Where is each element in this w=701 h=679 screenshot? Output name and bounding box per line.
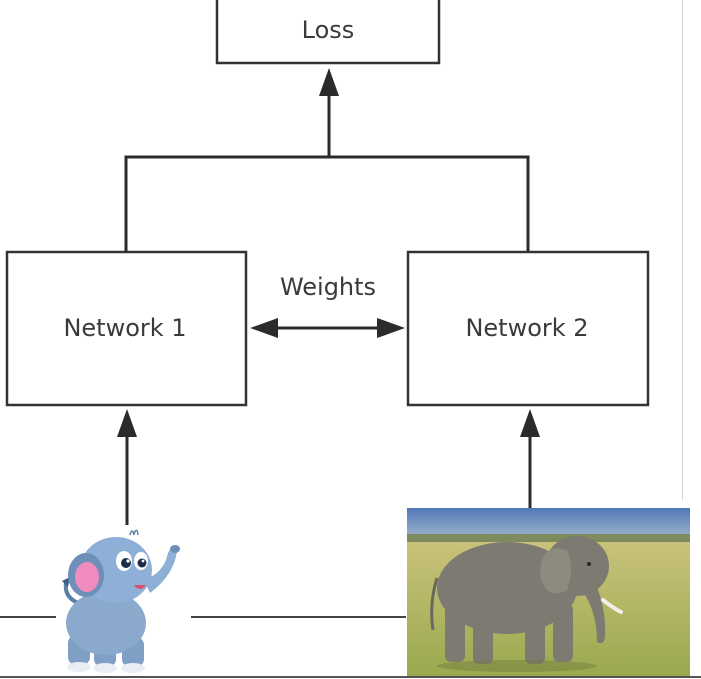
bottom-rule [0, 676, 701, 678]
loss-node: Loss [215, 0, 441, 65]
cartoon-elephant-image [56, 525, 191, 675]
input-arrow-right [520, 409, 540, 508]
weights-double-arrow [250, 318, 405, 338]
page-edge [682, 0, 683, 500]
input-arrow-left [117, 409, 137, 525]
network-1-node: Network 1 [5, 250, 248, 407]
weights-label: Weights [280, 273, 376, 301]
network-2-label: Network 2 [465, 314, 588, 342]
merge-connector [124, 155, 530, 252]
baseline-rule [0, 616, 406, 618]
network-1-label: Network 1 [63, 314, 186, 342]
loss-label: Loss [302, 16, 355, 44]
network-2-node: Network 2 [406, 250, 650, 407]
elephant-photo [407, 508, 690, 676]
cartoon-elephant-icon [62, 529, 180, 673]
elephant-photo-illustration [407, 508, 690, 676]
loss-arrow [319, 68, 339, 157]
